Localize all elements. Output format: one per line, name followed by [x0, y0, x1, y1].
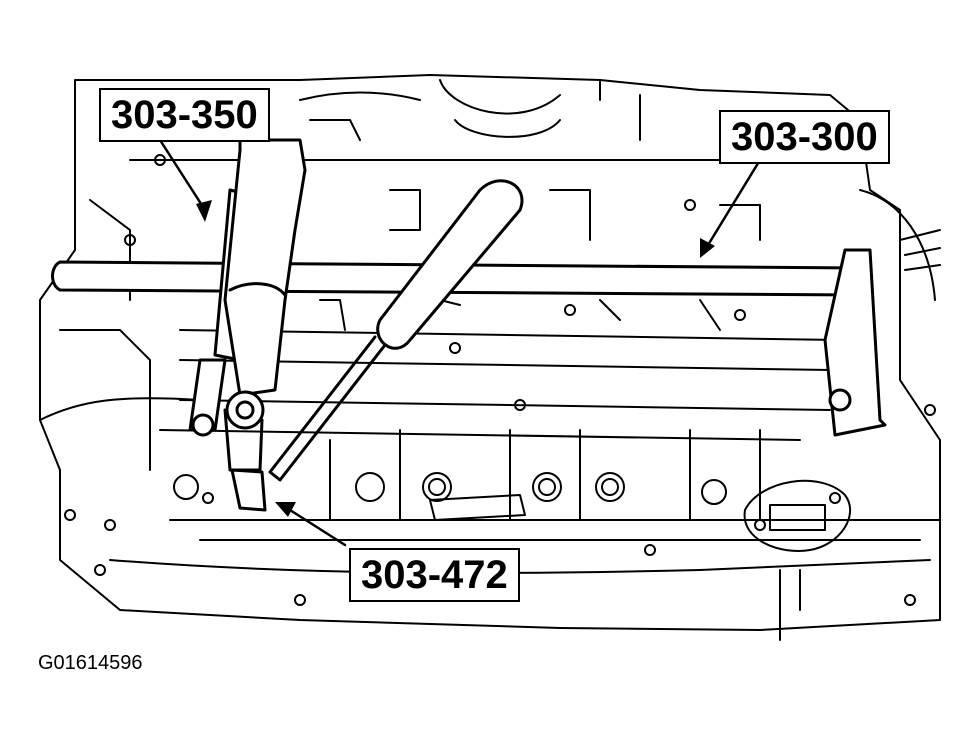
callout-303-350: 303-350 [99, 88, 270, 142]
leader-lines [158, 138, 762, 547]
alignment-bar-303-300 [51, 248, 887, 437]
hammer [223, 138, 307, 472]
leader-arrowheads [196, 200, 715, 517]
intake-ports [159, 429, 801, 521]
screwdriver [268, 179, 524, 482]
pin-303-472 [230, 468, 267, 512]
figure-id: G01614596 [38, 652, 143, 674]
cam-caps [179, 189, 841, 411]
callout-303-300: 303-300 [719, 110, 890, 164]
exhaust-flange [743, 479, 851, 552]
callout-303-472: 303-472 [349, 548, 520, 602]
